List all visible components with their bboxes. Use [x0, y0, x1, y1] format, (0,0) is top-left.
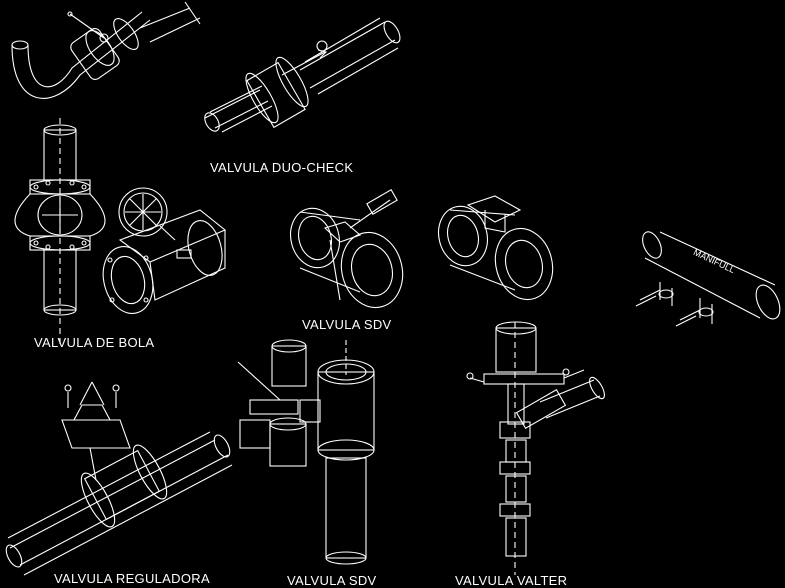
duo-check-valve-drawing [204, 17, 401, 133]
sdv-valve-top-drawing [290, 189, 404, 309]
sdv-valve-bottom-drawing [237, 339, 375, 565]
regulating-valve-drawing [5, 381, 233, 576]
ball-valve-vertical-drawing [14, 118, 106, 345]
label-sdv-valve-top: VALVULA SDV [302, 317, 392, 332]
label-duo-check: VALVULA DUO-CHECK [210, 160, 354, 175]
label-regulating-valve: VALVULA REGULADORA [54, 571, 210, 586]
manifold-drawing: MANIFULL [635, 231, 781, 327]
ball-valve-right-drawing [438, 195, 554, 301]
label-valter-valve: VALVULA VALTER [455, 573, 568, 588]
ball-valve-gear-drawing [102, 187, 227, 314]
valter-valve-drawing [466, 321, 605, 575]
manifold-tag: MANIFULL [692, 247, 737, 275]
label-sdv-valve-bottom: VALVULA SDV [287, 573, 377, 588]
label-ball-valve: VALVULA DE BOLA [34, 335, 155, 350]
jbend-ball-valve-drawing [11, 1, 201, 99]
